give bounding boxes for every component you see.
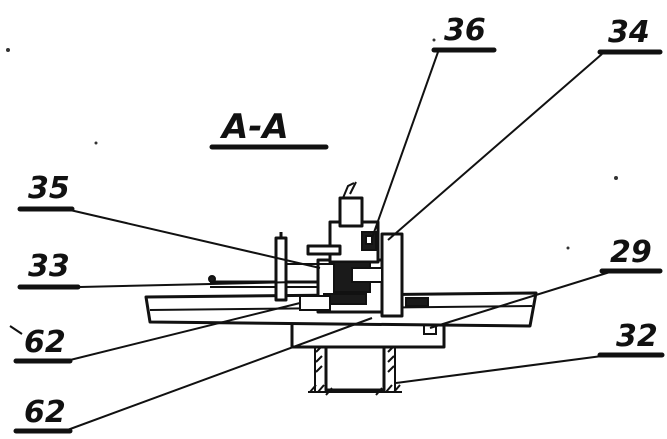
label-34: 34 — [597, 15, 663, 55]
vertical-column — [338, 181, 364, 228]
leader-32 — [395, 355, 603, 384]
mechanism-housing — [299, 220, 429, 318]
leader-29 — [429, 271, 611, 329]
reference-labels: 36 34 35 33 29 62 32 62 — [13, 13, 665, 434]
leader-62a — [61, 302, 301, 363]
label-33: 33 — [17, 249, 81, 290]
label-62-lower: 62 — [13, 395, 73, 434]
label-32: 32 — [597, 319, 665, 358]
ref-33: 33 — [28, 249, 70, 284]
scan-specks — [6, 38, 618, 298]
tick-mark — [9, 325, 23, 335]
ref-62b: 62 — [24, 395, 66, 430]
leader-36 — [371, 51, 439, 239]
ref-29: 29 — [610, 235, 652, 270]
label-35: 35 — [17, 171, 75, 212]
section-a-a: A-A — [209, 107, 329, 150]
ref-62a: 62 — [24, 325, 66, 360]
leader-33 — [79, 281, 297, 288]
ref-35: 35 — [28, 171, 70, 206]
ref-34: 34 — [608, 15, 650, 50]
vertical-post — [274, 232, 288, 302]
ref-32: 32 — [616, 319, 658, 354]
leader-35 — [69, 209, 321, 269]
leader-62b — [61, 317, 373, 433]
machine-assembly — [144, 181, 538, 396]
label-36: 36 — [431, 13, 497, 53]
leader-lines — [9, 51, 611, 433]
ref-36: 36 — [444, 13, 486, 48]
label-62-upper: 62 — [13, 325, 73, 364]
side-arm — [286, 244, 342, 265]
leader-34 — [387, 53, 603, 241]
section-label: A-A — [219, 107, 289, 147]
base-pedestal — [308, 342, 402, 396]
label-29: 29 — [599, 235, 663, 274]
